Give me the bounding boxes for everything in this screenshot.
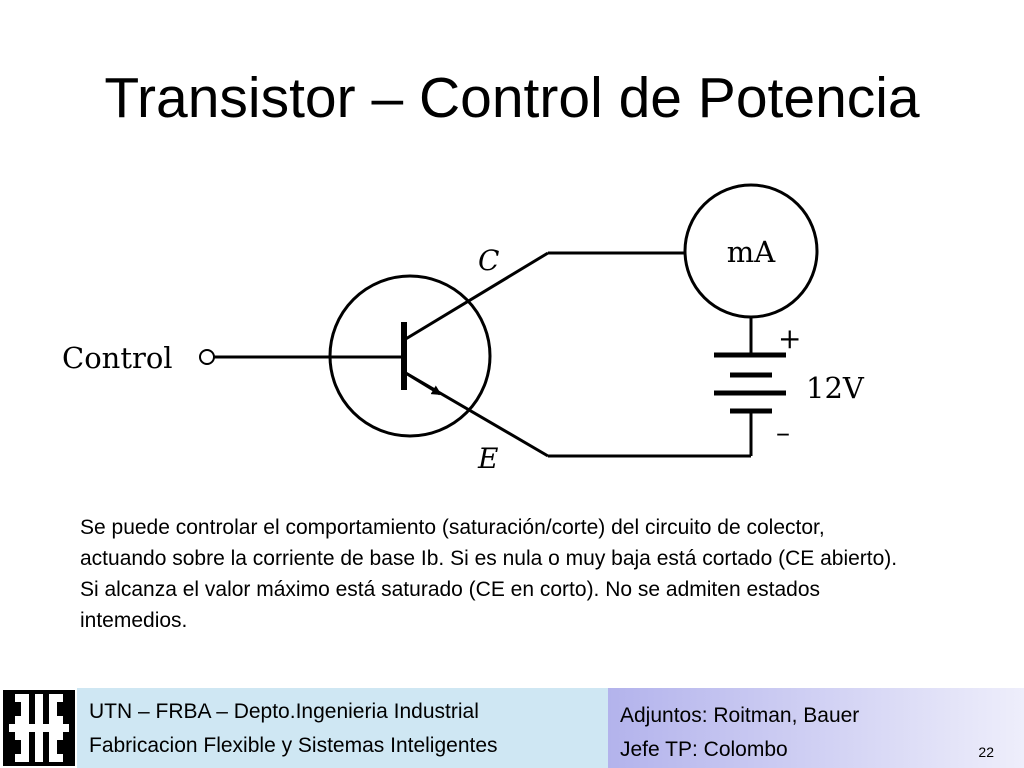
footer-adjuntos-text: Adjuntos: Roitman, Bauer	[620, 704, 860, 727]
footer-department-text: UTN – FRBA – Depto.Ingenieria Industrial	[89, 700, 479, 723]
control-terminal	[199, 349, 215, 365]
footer-course-text: Fabricacion Flexible y Sistemas Intelige…	[89, 734, 498, 757]
footer-staff-panel: Adjuntos: Roitman, Bauer Jefe TP: Colomb…	[608, 688, 1024, 768]
battery-icon	[714, 352, 786, 414]
battery-positive-sign: +	[778, 322, 801, 355]
emitter-label: E	[477, 442, 498, 475]
slide-footer: UTN – FRBA – Depto.Ingenieria Industrial…	[0, 688, 1024, 768]
transistor-body	[328, 274, 492, 438]
page-number: 22	[978, 744, 994, 760]
utn-logo-icon	[3, 690, 75, 766]
footer-department-panel: UTN – FRBA – Depto.Ingenieria Industrial…	[77, 688, 608, 768]
control-label: Control	[62, 341, 173, 375]
collector-label: C	[478, 244, 499, 277]
battery-voltage-label: 12V	[806, 371, 865, 405]
slide-title: Transistor – Control de Potencia	[104, 66, 920, 130]
collector-lead	[403, 251, 549, 342]
milliammeter-label: mA	[727, 235, 776, 269]
battery-negative-sign: –	[776, 416, 790, 449]
emitter-arrow-icon	[403, 370, 442, 396]
footer-jefe-tp-text: Jefe TP: Colombo	[620, 738, 788, 761]
slide-body-text: Se puede controlar el comportamiento (sa…	[80, 516, 898, 632]
